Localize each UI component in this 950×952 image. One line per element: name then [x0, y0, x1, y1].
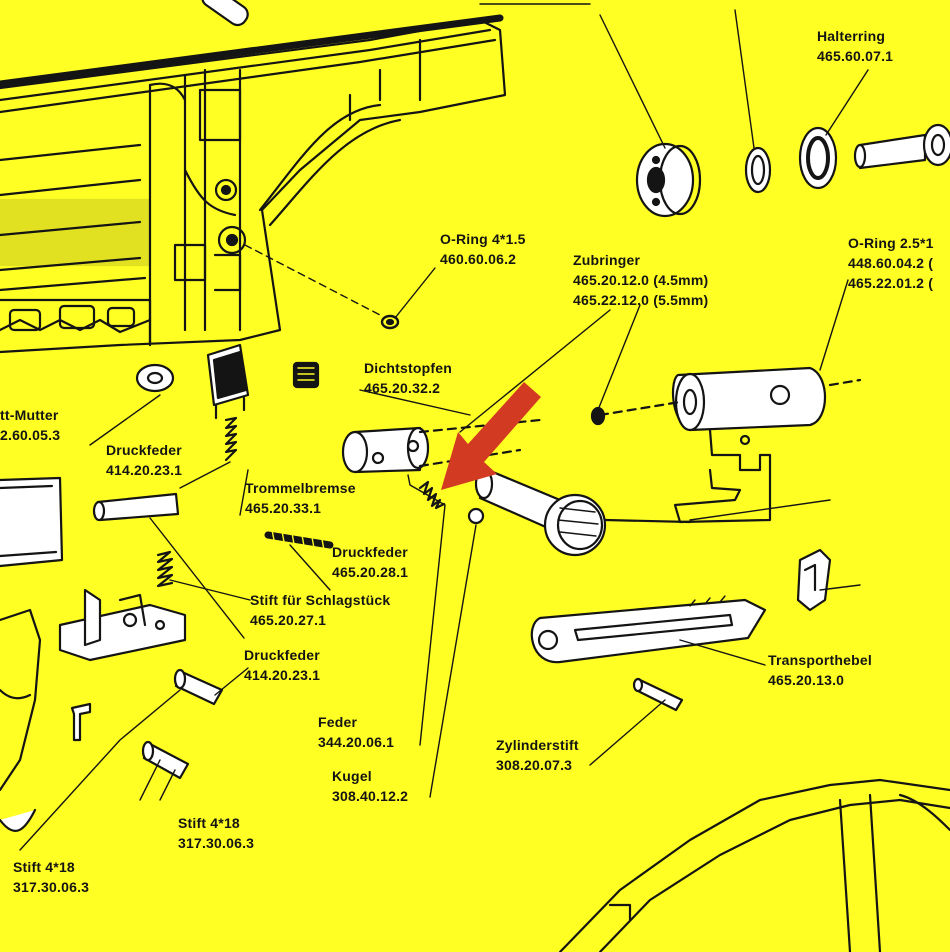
trigger-group [0, 588, 187, 832]
label-name: Stift für Schlagstück [250, 592, 391, 608]
label-name: Zubringer [573, 252, 641, 268]
label-dichtstopfen: Dichtstopfen 465.20.32.2 [364, 358, 452, 398]
label-druckfeder-3: Druckfeder 414.20.23.1 [244, 645, 320, 685]
label-number: 460.60.06.2 [440, 251, 517, 267]
left-block [0, 476, 64, 568]
label-name: Kugel [332, 768, 372, 784]
label-name: tt-Mutter [0, 407, 59, 423]
piston-head [635, 142, 702, 218]
drum-housing [598, 366, 862, 524]
label-name: Feder [318, 714, 358, 730]
label-number-alt: 465.22.12.0 (5.5mm) [573, 292, 709, 308]
label-number: 465.20.13.0 [768, 672, 845, 688]
label-number: 414.20.23.1 [244, 667, 321, 683]
label-zylinderstift: Zylinderstift 308.20.07.3 [496, 735, 579, 775]
lower-frame [558, 778, 950, 952]
label-number: 465.60.07.1 [817, 48, 894, 64]
oring-25-part [590, 406, 606, 426]
label-name: Stift 4*18 [178, 815, 240, 831]
label-number: 317.30.06.3 [178, 835, 255, 851]
pin-stift-4x18 [141, 740, 190, 780]
label-number-alt: 465.22.01.2 ( [848, 275, 934, 291]
label-oring-15: O-Ring 4*1.5 460.60.06.2 [440, 229, 526, 269]
top-right-pin [853, 123, 950, 170]
label-number: 465.20.27.1 [250, 612, 327, 628]
label-transporthebel: Transporthebel 465.20.13.0 [768, 650, 872, 690]
label-druckfeder-2: Druckfeder 465.20.28.1 [332, 542, 408, 582]
schlagstueck-pin [264, 529, 334, 551]
long-pin-left [92, 492, 180, 522]
transporthebel-part [530, 595, 767, 664]
dichtstopfen-part [292, 361, 320, 389]
small-screw [70, 702, 92, 742]
label-name: Zylinderstift [496, 737, 579, 753]
oring-small [380, 314, 400, 330]
pin-druckfeder [173, 668, 224, 706]
label-number: 465.20.28.1 [332, 564, 409, 580]
label-name: Trommelbremse [245, 480, 356, 496]
label-number: 465.20.33.1 [245, 500, 322, 516]
label-number: 465.20.32.2 [364, 380, 441, 396]
label-name: Druckfeder [332, 544, 408, 560]
label-zubringer: Zubringer 465.20.12.0 (4.5mm) 465.22.12.… [573, 250, 708, 310]
label-number: 465.20.12.0 (4.5mm) [573, 272, 709, 288]
small-spring [418, 480, 446, 510]
label-stift-4x18-b: Stift 4*18 317.30.06.3 [13, 857, 89, 897]
label-name: Stift 4*18 [13, 859, 75, 875]
pin-zylinderstift [632, 677, 684, 712]
zubringer-part [341, 418, 542, 474]
label-number: 308.20.07.3 [496, 757, 573, 773]
halterring-part [798, 126, 838, 190]
label-name: O-Ring 2.5*1 [848, 235, 934, 251]
red-arrow [441, 382, 541, 490]
label-number: 317.30.06.3 [13, 879, 90, 895]
label-name: Druckfeder [106, 442, 182, 458]
label-name: Transporthebel [768, 652, 872, 668]
label-trommelbremse: Trommelbremse 465.20.33.1 [245, 478, 356, 518]
latch-right [796, 548, 832, 612]
pin-top-left [201, 0, 249, 27]
trommelbremse-part [206, 343, 250, 462]
label-number: 448.60.04.2 ( [848, 255, 934, 271]
ball-part [467, 507, 485, 525]
label-stift-schlagstueck: Stift für Schlagstück 465.20.27.1 [250, 590, 390, 630]
label-name: Dichtstopfen [364, 360, 452, 376]
label-name: O-Ring 4*1.5 [440, 231, 526, 247]
label-feder: Feder 344.20.06.1 [318, 712, 394, 752]
label-stift-4x18-a: Stift 4*18 317.30.06.3 [178, 813, 254, 853]
label-number: 2.60.05.3 [0, 427, 61, 443]
label-kugel: Kugel 308.40.12.2 [332, 766, 408, 806]
receiver-housing [0, 14, 507, 354]
label-halterring: Halterring 465.60.07.1 [817, 26, 893, 66]
washer [744, 146, 772, 194]
mutter-part [135, 363, 175, 393]
label-name: Halterring [817, 28, 886, 44]
label-mutter: tt-Mutter 2.60.05.3 [0, 405, 60, 445]
leader-lines [19, 9, 869, 851]
label-druckfeder-1: Druckfeder 414.20.23.1 [106, 440, 182, 480]
piston-shaft [474, 468, 692, 557]
label-oring-25: O-Ring 2.5*1 448.60.04.2 ( 465.22.01.2 ( [848, 233, 934, 293]
label-name: Druckfeder [244, 647, 320, 663]
label-number: 344.20.06.1 [318, 734, 395, 750]
druckfeder-lower [156, 550, 174, 588]
label-number: 414.20.23.1 [106, 462, 183, 478]
label-number: 308.40.12.2 [332, 788, 409, 804]
